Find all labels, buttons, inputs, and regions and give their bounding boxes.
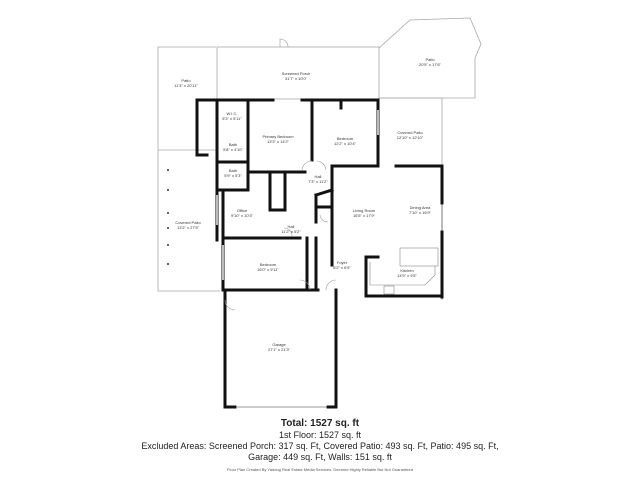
room-name: Covered Patio	[175, 220, 201, 225]
room-name: W.I.C.	[226, 111, 238, 116]
windows	[216, 110, 443, 280]
room-dims: 8'2" x 6'9"	[333, 265, 351, 270]
room-dims: 7'3" x 11'2"	[308, 179, 328, 184]
room-dims: 7'10" x 16'9"	[409, 210, 431, 215]
room-dims: 12'2" x 10'4"	[334, 141, 356, 146]
room-dims: 31'7" x 10'0"	[285, 76, 307, 81]
room-dims: 14'9" x 9'5"	[397, 273, 417, 278]
room-name: Bedroom	[259, 262, 277, 267]
room-dims: 11'3" x 20'11"	[174, 83, 198, 88]
patio-posts	[167, 169, 169, 265]
room-dims: 5'8" x 4'10"	[223, 147, 243, 152]
door-swing	[279, 38, 289, 48]
room-dims: 11'2" x 5'2"	[281, 229, 301, 234]
room-name: Bath	[228, 168, 238, 173]
plan-credit: Floor Plan Created By Yaddog Real Estate…	[227, 467, 413, 472]
room-name: Primary Bedroom	[262, 134, 294, 139]
floor-area: 1st Floor: 1527 sq. ft	[278, 430, 362, 440]
kitchen-counter	[369, 247, 439, 295]
room-dims: 5'3" x 5'11"	[222, 116, 242, 121]
area-summary: Total: 1527 sq. ft 1st Floor: 1527 sq. f…	[0, 418, 640, 474]
room-dims: 16'0" x 9'11"	[257, 267, 279, 272]
excluded-areas-line-2: Garage: 449 sq. Ft, Walls: 151 sq. ft	[248, 452, 392, 462]
door-swings	[224, 160, 337, 311]
room-name: Screened Porch	[281, 71, 311, 76]
room-dims: 20'5" x 17'6"	[419, 62, 441, 67]
room-label-wic: W.I.C.5'3" x 5'11"	[222, 111, 241, 121]
room-name: Foyer	[336, 260, 348, 265]
room-name: Patio	[181, 78, 191, 83]
room-name: Bath	[228, 142, 238, 147]
room-name: Garage	[272, 342, 286, 347]
room-name: Bedroom	[336, 136, 354, 141]
floor-plan	[157, 17, 482, 409]
room-dims: 13'2" x 27'5"	[177, 225, 199, 230]
room-dims: 12'10" x 12'10"	[396, 135, 424, 140]
room-name: Living Room	[352, 208, 376, 213]
room-name: Hall	[287, 224, 295, 229]
room-name: Dining Area	[409, 205, 431, 210]
room-name: Kitchen	[400, 268, 414, 273]
total-area: Total: 1527 sq. ft	[280, 418, 360, 429]
room-dims: 5'9" x 5'3"	[224, 173, 242, 178]
room-dims: 16'5" x 17'9"	[353, 213, 375, 218]
excluded-areas-line-1: Excluded Areas: Screened Porch: 317 sq. …	[141, 441, 499, 451]
room-name: Patio	[425, 57, 435, 62]
room-dims: 13'3" x 14'2"	[267, 139, 289, 144]
room-name: Office	[236, 208, 248, 213]
room-name: Covered Patio	[397, 130, 423, 135]
room-name: Hall	[314, 174, 322, 179]
room-dims: 9'10" x 10'3"	[231, 213, 253, 218]
room-dims: 27'1" x 21'3"	[268, 347, 290, 352]
